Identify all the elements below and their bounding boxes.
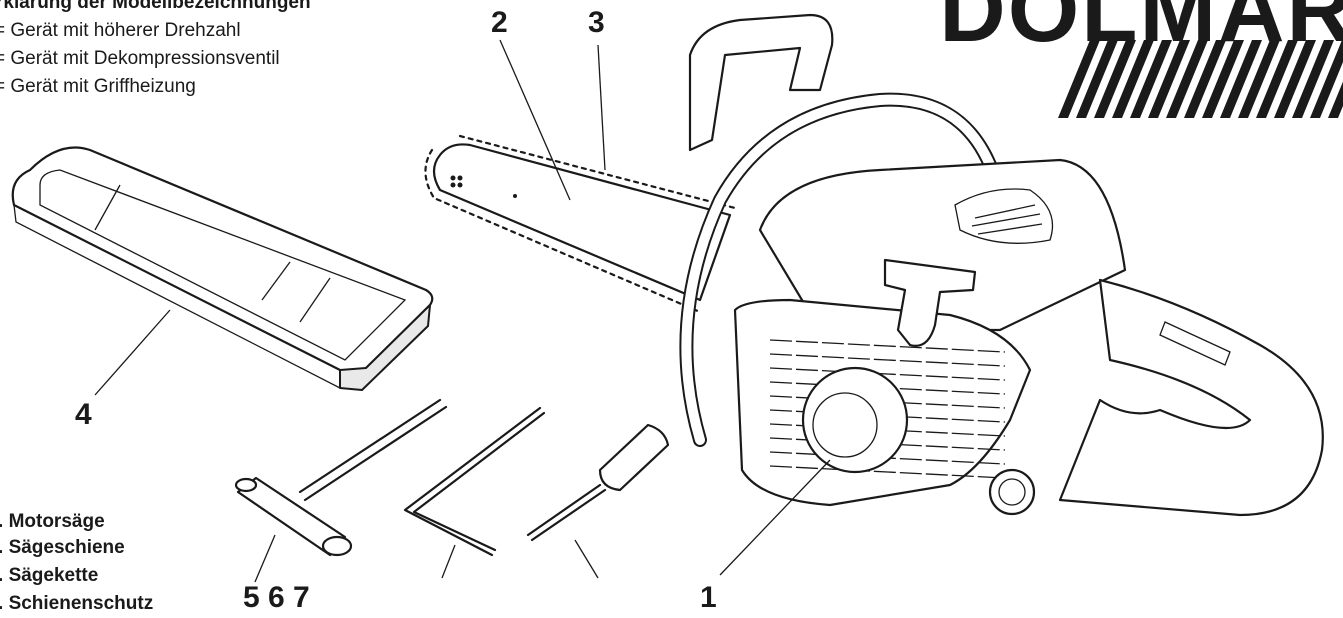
callout-5-6-7: 5 6 7 xyxy=(243,581,310,614)
callout-2: 2 xyxy=(491,6,508,39)
legend-line-3: = Gerät mit Griffheizung xyxy=(0,76,196,97)
parts-item-4: . Schienenschutz xyxy=(0,593,154,614)
brand-logo: DOLMAR xyxy=(939,0,1343,61)
brand-stripe xyxy=(1328,81,1343,118)
brand-stripes xyxy=(1048,40,1343,120)
callout-3: 3 xyxy=(588,6,605,39)
brand-stripe xyxy=(1076,40,1118,118)
guide-bar xyxy=(424,134,737,314)
brand-stripe xyxy=(1148,40,1190,118)
brand-stripe xyxy=(1112,40,1154,118)
brand-stripe xyxy=(1238,40,1280,118)
brand-stripe xyxy=(1130,40,1172,118)
screwdriver-tool xyxy=(526,423,670,542)
hex-key-tool xyxy=(403,406,546,557)
grille-slot xyxy=(769,465,1006,479)
brand-stripe xyxy=(1274,40,1316,118)
grille-slot xyxy=(769,353,1006,367)
parts-item-3: . Sägekette xyxy=(0,565,99,586)
grille-slot xyxy=(769,367,1006,381)
brand-stripe xyxy=(1184,40,1226,118)
brand-stripe xyxy=(1220,40,1262,118)
legend-line-2: = Gerät mit Dekompressionsventil xyxy=(0,48,280,69)
bar-cover xyxy=(11,146,434,391)
spanner-tool xyxy=(234,398,448,557)
brand-stripe xyxy=(1292,40,1334,118)
callout-1: 1 xyxy=(700,581,717,614)
brand-stripe xyxy=(1202,40,1244,118)
brand-stripe xyxy=(1166,40,1208,118)
saw-body xyxy=(679,13,1324,517)
brand-stripe xyxy=(1094,40,1136,118)
brand-stripe xyxy=(1256,40,1298,118)
leader-lines xyxy=(94,39,831,583)
grille-slot xyxy=(769,339,1006,353)
brand-stripe xyxy=(1310,40,1343,118)
parts-item-2: . Sägeschiene xyxy=(0,537,125,558)
parts-item-1: . Motorsäge xyxy=(0,511,105,532)
legend-line-1: = Gerät mit höherer Drehzahl xyxy=(0,20,241,41)
legend-heading: rklärung der Modellbezeichnungen xyxy=(0,0,311,13)
brand-stripe xyxy=(1058,40,1100,118)
callout-4: 4 xyxy=(75,398,92,431)
